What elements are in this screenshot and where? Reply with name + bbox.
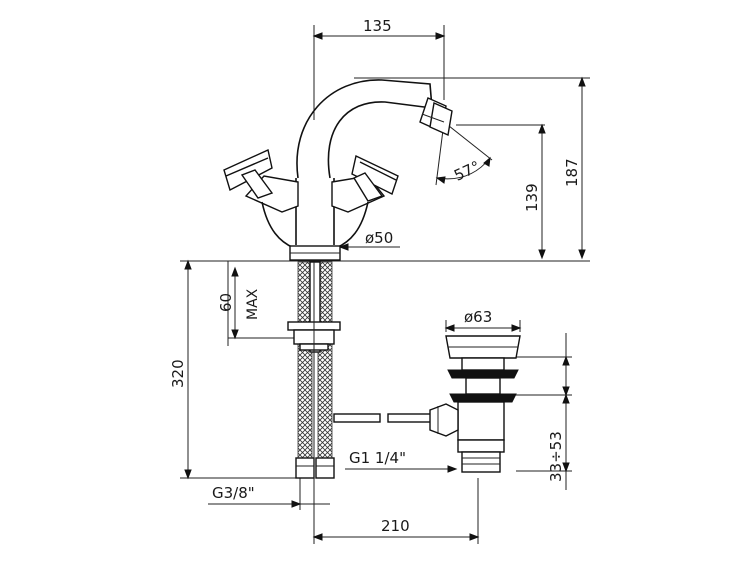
hose-fitting-left <box>295 457 315 479</box>
label-width-bottom: 210 <box>381 517 410 535</box>
dimension-height-total: 187 <box>354 76 590 260</box>
label-hose-length: 320 <box>169 359 187 388</box>
dimension-width-bottom: 210 <box>312 478 480 544</box>
label-spout-height: 139 <box>523 183 541 212</box>
popup-rod <box>333 413 433 423</box>
hose-fitting-right <box>315 457 335 479</box>
right-handle <box>331 154 399 249</box>
waste-assembly <box>429 335 521 473</box>
faucet-body <box>223 79 453 261</box>
dimension-waste-thread: G1 1/4" <box>345 449 458 473</box>
dimension-max-thickness: 60 MAX <box>217 261 296 346</box>
label-angle: 57° <box>451 157 483 185</box>
dimension-width-top: 135 <box>312 17 446 120</box>
dimension-hose-thread: G3/8" <box>208 478 330 510</box>
label-width-top: 135 <box>363 17 392 35</box>
dimension-hose-length: 320 <box>169 259 300 480</box>
label-waste-range: 33÷53 <box>547 431 565 482</box>
label-waste-diameter: ø63 <box>464 308 492 326</box>
label-base-diameter: ø50 <box>365 229 393 247</box>
label-waste-thread: G1 1/4" <box>349 449 406 467</box>
label-hose-thread: G3/8" <box>212 484 255 502</box>
dimension-waste-diameter: ø63 <box>444 308 522 332</box>
left-handle <box>223 149 299 249</box>
dimension-spout-height: 139 <box>456 123 546 260</box>
label-max-thickness-value: 60 <box>217 293 235 312</box>
label-height-total: 187 <box>563 158 581 187</box>
spout <box>296 79 433 179</box>
label-max-thickness-note: MAX <box>245 288 261 320</box>
hoses <box>287 261 341 479</box>
spout-nozzle <box>419 97 453 137</box>
dimension-base-diameter: ø50 <box>338 229 400 251</box>
